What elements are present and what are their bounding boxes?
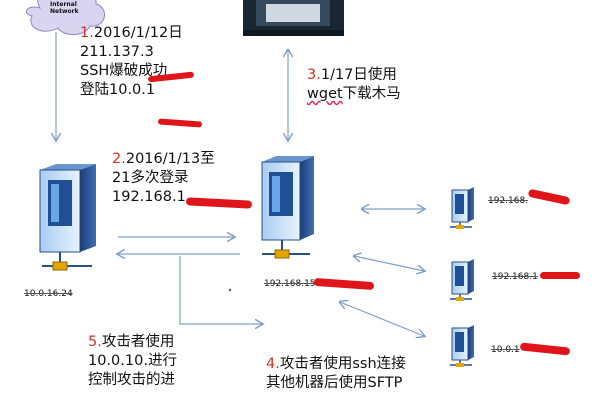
- step1-text: 1.2016/1/12日 211.137.3 SSH爆破成功 登陆10.0.1: [80, 24, 183, 100]
- step5-line2-rest: 进行: [147, 353, 177, 369]
- step5-line2: 10.0.10.: [88, 353, 148, 369]
- server-center-icon: [261, 156, 314, 259]
- cloud-label-line1: Internal: [50, 1, 77, 8]
- step1-number: 1.: [80, 25, 94, 41]
- step3-line2-rest: 下载木马: [342, 86, 401, 102]
- server-right3-icon: [450, 325, 474, 367]
- server-right1-icon: [450, 187, 474, 229]
- step1-line1: 2016/1/12日: [93, 25, 183, 41]
- step1-line4: 登陆10.0.1: [80, 82, 156, 98]
- cloud-label: Internal Network: [50, 1, 79, 15]
- step5-line1: 攻击者使用: [101, 334, 175, 350]
- step2-line1: 2016/1/13至: [125, 151, 215, 167]
- step3-number: 3.: [307, 67, 321, 83]
- step3-line1: 1/17日使用: [320, 67, 397, 83]
- step2-line2: 21多次登录: [112, 170, 189, 186]
- right3-host-ip: 10.0.1: [491, 345, 520, 355]
- step5-number: 5.: [88, 334, 102, 350]
- cloud-label-line2: Network: [50, 8, 79, 15]
- left-host-ip: 10.0.16.24: [24, 289, 73, 299]
- step3-text: 3.1/17日使用 wget下载木马: [307, 66, 401, 104]
- right1-host-ip: 192.168.: [488, 196, 529, 206]
- step5-line3: 控制攻击的进: [88, 372, 175, 388]
- step4-text: 4.攻击者使用ssh连接 其他机器后使用SFTP: [266, 355, 406, 393]
- step4-line2: 其他机器后使用SFTP: [266, 375, 403, 391]
- step4-line1: 攻击者使用ssh连接: [279, 356, 406, 372]
- step2-text: 2.2016/1/13至 21多次登录 192.168.1: [112, 150, 215, 207]
- arrow-to-host3: [340, 302, 424, 336]
- server-left-icon: [39, 164, 96, 271]
- step1-line3: SSH爆破成功: [80, 63, 168, 79]
- step3-line2-cmd: wget: [307, 86, 343, 102]
- step2-line3: 192.168.1: [112, 189, 186, 205]
- right2-host-ip: 192.168.1: [492, 272, 538, 282]
- step1-line2: 211.137.3: [80, 44, 154, 60]
- arrow-left-to-center: [179, 256, 262, 324]
- step2-number: 2.: [112, 151, 126, 167]
- attacker-image: [243, 0, 344, 36]
- step4-number: 4.: [266, 356, 280, 372]
- step5-text: 5.攻击者使用 10.0.10.进行 控制攻击的进: [88, 333, 177, 390]
- internal-network-cloud: [25, 0, 105, 35]
- redaction-mark: [540, 272, 580, 279]
- server-right2-icon: [450, 259, 474, 301]
- arrow-to-host2: [354, 256, 424, 271]
- center-host-ip: 192.168.15: [264, 279, 316, 289]
